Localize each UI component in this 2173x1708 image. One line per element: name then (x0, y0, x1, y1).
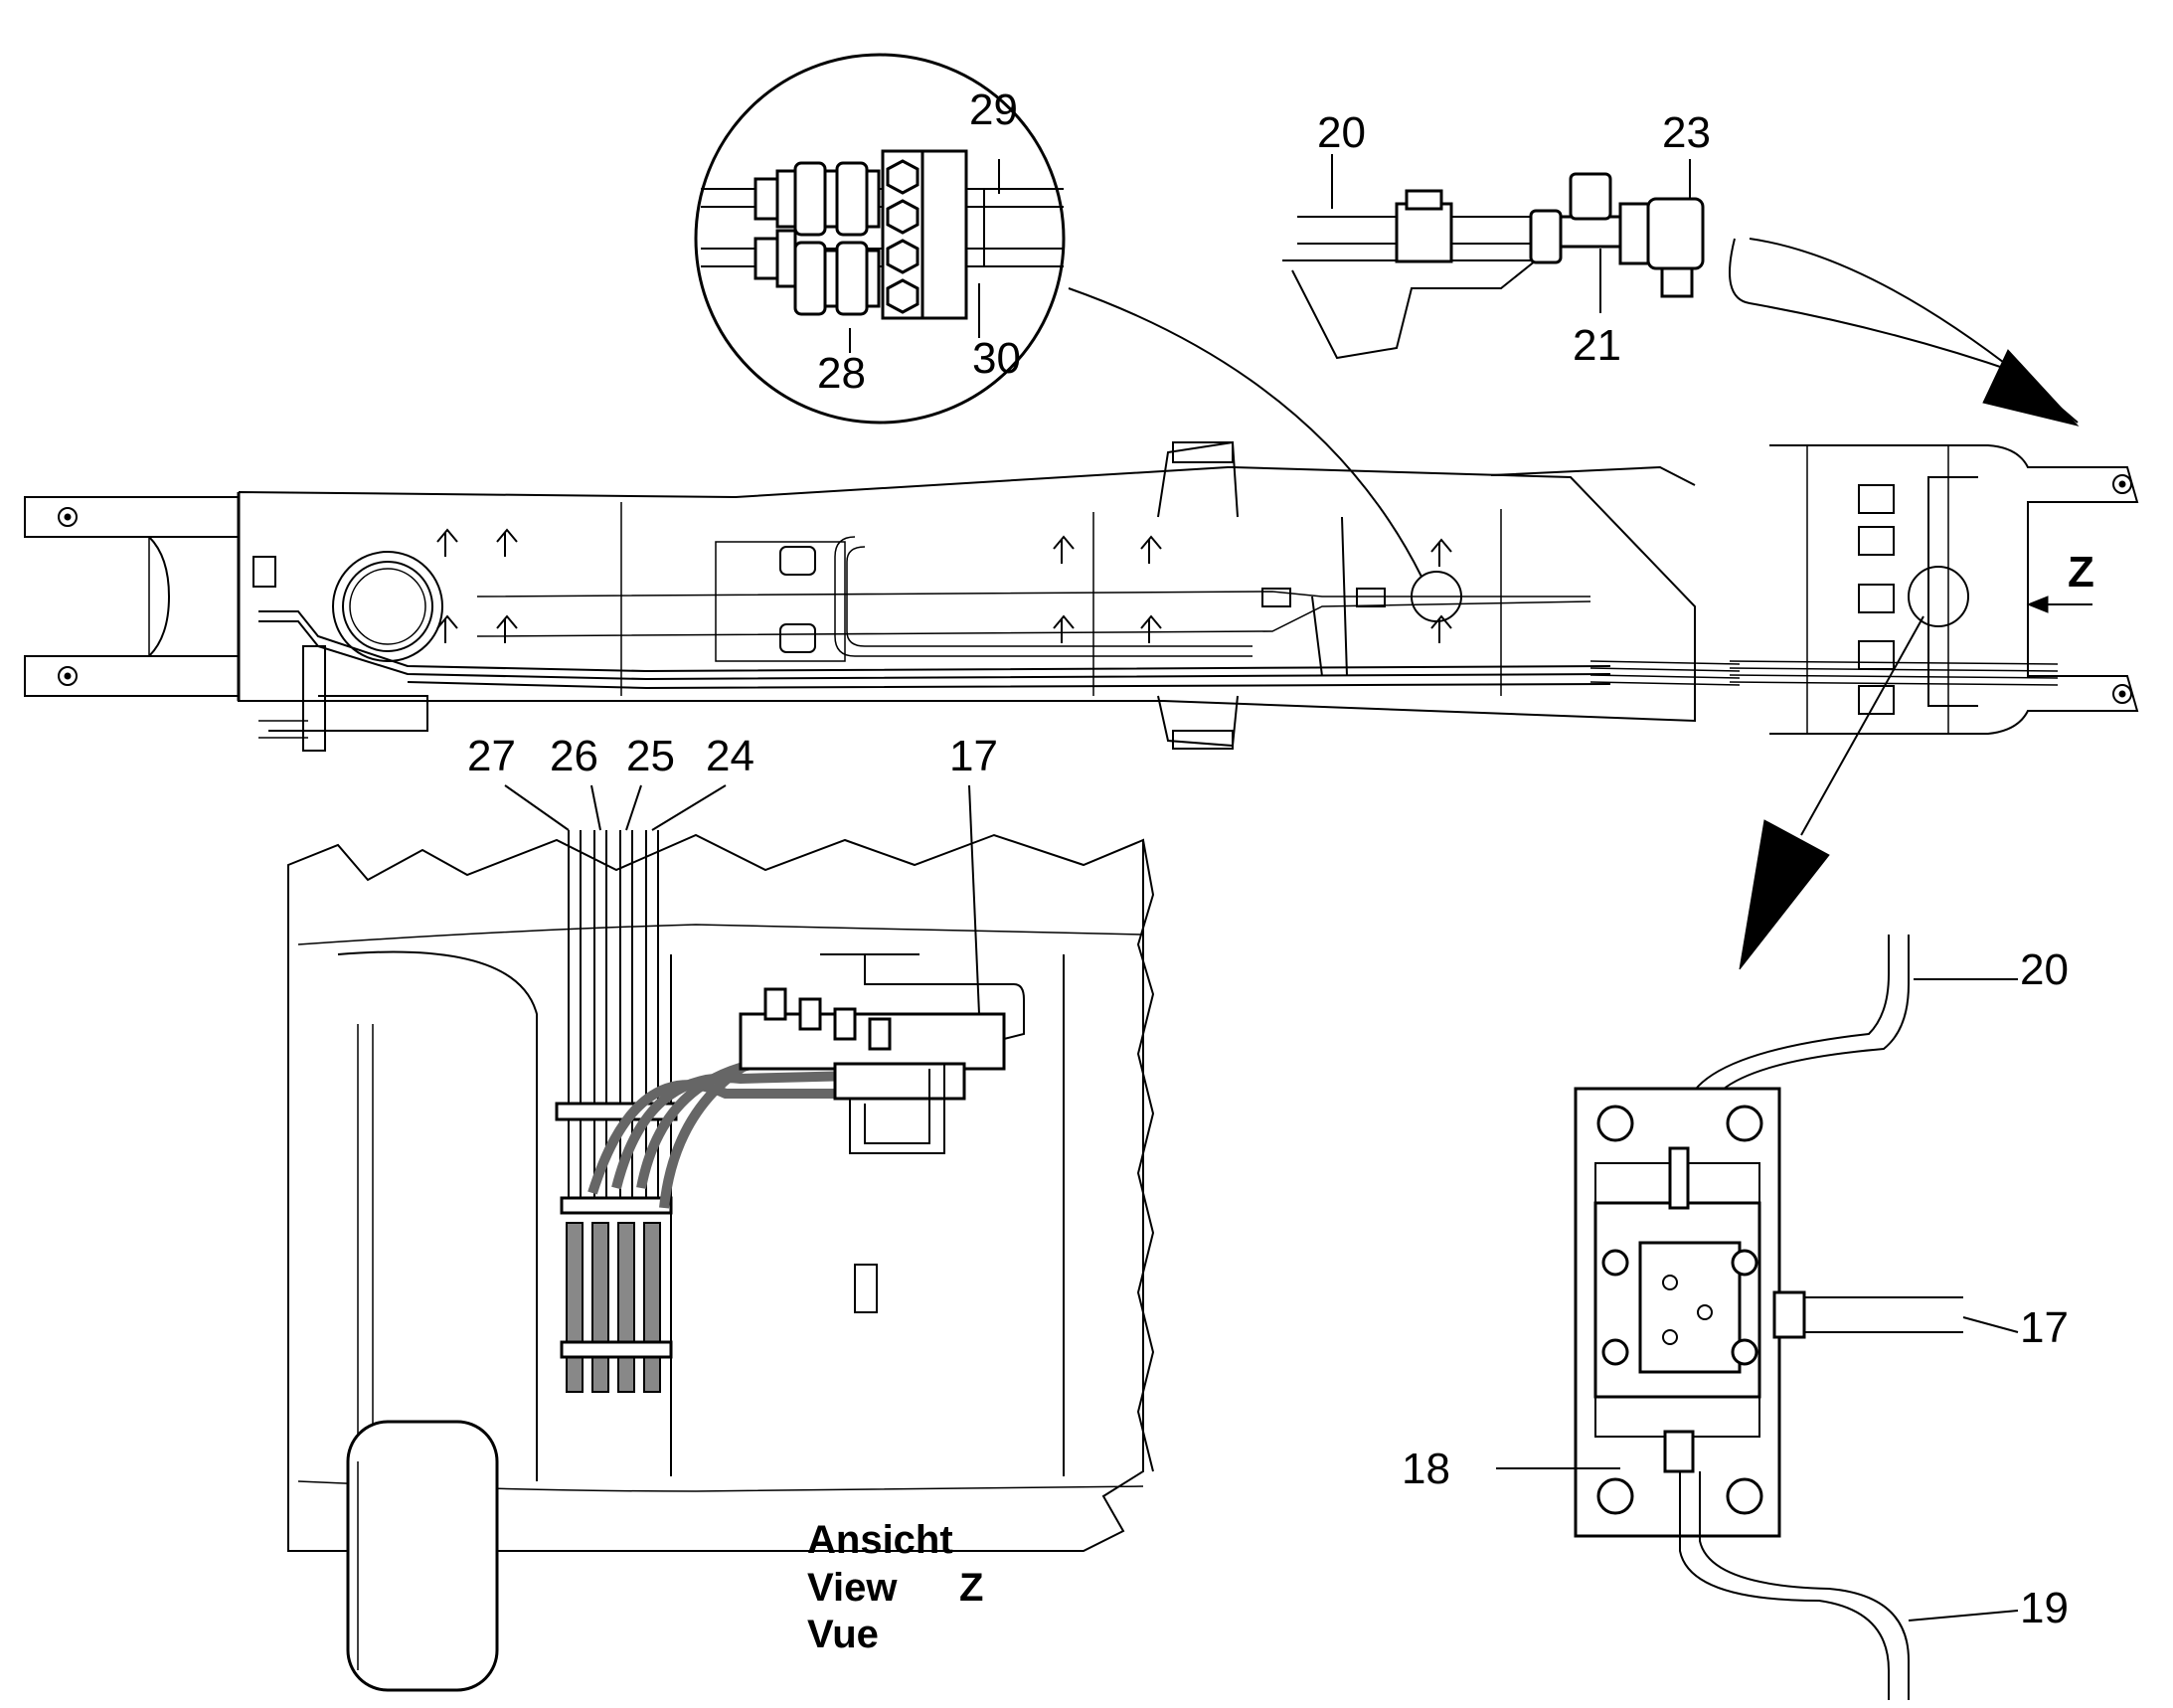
label-24: 24 (706, 732, 754, 780)
view-caption-line2: View (807, 1566, 898, 1610)
view-arrow-icon (2026, 596, 2049, 613)
view-z-detail (287, 784, 1155, 1692)
label-25: 25 (626, 732, 675, 780)
view-arrow-icon (1739, 819, 1830, 970)
view-z-marker: Z (2068, 548, 2094, 597)
detail-tee-fitting (1282, 154, 2080, 427)
label-27: 27 (467, 732, 516, 780)
view-arrow-icon (1982, 349, 2080, 427)
detail-valve-plate (1496, 935, 2019, 1700)
view-caption-line1: Ansicht (807, 1518, 953, 1562)
label-28: 28 (817, 349, 866, 398)
hex-bolt-icon (886, 199, 919, 235)
boom-arm-end-view (1729, 444, 2139, 970)
label-29: 29 (969, 85, 1018, 134)
detail-circle-fittings (694, 53, 1422, 578)
hex-bolt-icon (886, 278, 919, 314)
label-17-top: 17 (949, 732, 998, 780)
label-21: 21 (1573, 321, 1621, 370)
hex-bolt-icon (886, 239, 919, 274)
label-20-top: 20 (1317, 108, 1366, 157)
label-17-bottom: 17 (2020, 1303, 2069, 1352)
label-18: 18 (1402, 1445, 1450, 1493)
hex-bolt-icon (886, 159, 919, 195)
label-19: 19 (2020, 1584, 2069, 1632)
view-caption-letter: Z (959, 1566, 983, 1610)
hose-fitting-icon (566, 1222, 661, 1393)
label-23: 23 (1662, 108, 1711, 157)
boom-arm-side-view (24, 440, 1741, 752)
label-30: 30 (972, 334, 1021, 383)
label-26: 26 (550, 732, 598, 780)
label-20-bottom: 20 (2020, 945, 2069, 994)
view-caption-line3: Vue (807, 1613, 879, 1656)
